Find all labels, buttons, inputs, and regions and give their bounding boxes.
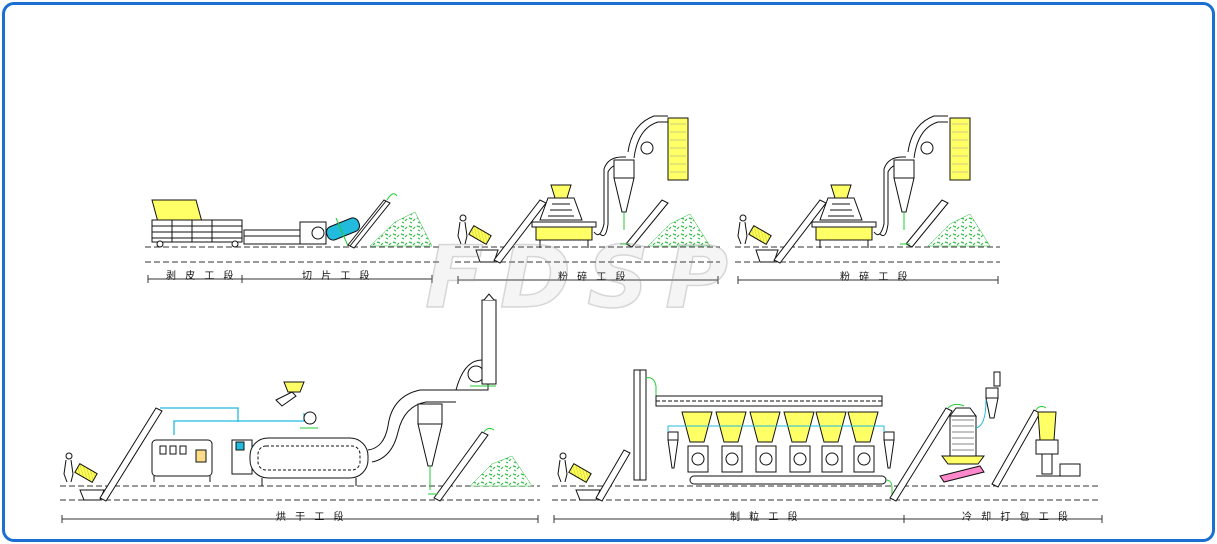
pulse-dust-collector-2	[907, 115, 971, 181]
feed-hopper-1	[475, 249, 499, 263]
rotary-drum-dryer	[231, 437, 369, 486]
hammer-mill-2	[811, 184, 877, 248]
sawdust-pile-2	[927, 213, 991, 247]
vibrating-screen	[939, 465, 985, 483]
stage-label-debarking: 剥 皮 工 段	[166, 271, 237, 282]
feed-bag-3	[74, 462, 98, 484]
sawdust-pile-1	[647, 213, 711, 247]
packing-machine	[1035, 411, 1081, 477]
worker-figure	[457, 214, 468, 245]
pellet-mill	[815, 411, 847, 473]
induced-draft-fan	[455, 293, 497, 391]
pellet-mill-bank	[667, 411, 895, 473]
screw-conveyor-2	[620, 199, 669, 248]
screw-conveyor-4	[900, 199, 949, 248]
distribution-screw-conveyor	[655, 395, 883, 407]
screw-conveyor-7	[595, 449, 631, 502]
screw-conveyor-5	[99, 407, 163, 502]
pellet-mill	[847, 411, 879, 473]
pellet-belt-conveyor	[689, 475, 893, 498]
screw-conveyor-8	[889, 403, 965, 502]
stage-label-pelletizing: 制 粒 工 段	[730, 512, 801, 523]
dried-sawdust-pile	[469, 455, 533, 487]
stage-label-cooling-packing: 冷 却 打 包 工 段	[962, 512, 1071, 523]
wood-chip-pile	[369, 211, 433, 247]
cyclone-separator-1	[613, 159, 635, 230]
stage-label-crushing-2: 粉 碎 工 段	[840, 272, 911, 283]
stage-label-drying: 烘 干 工 段	[276, 512, 347, 523]
cooler-cyclone	[975, 371, 1001, 429]
pellet-mill	[715, 411, 747, 473]
feed-bag-4	[568, 462, 592, 484]
stage-dimension-lines-top	[147, 275, 999, 284]
bucket-elevator-tall	[633, 369, 657, 481]
feed-hopper-3	[79, 489, 105, 501]
ground-line-bottom	[60, 485, 1100, 501]
feed-hopper-4	[575, 489, 601, 501]
small-cyclone	[667, 431, 895, 469]
debarker-machine	[151, 199, 243, 248]
pellet-mill	[681, 411, 713, 473]
dryer-air-duct	[367, 389, 456, 463]
feed-bag-2	[748, 224, 772, 246]
pulse-dust-collector-1	[627, 115, 689, 181]
stage-dimension-lines-bottom	[61, 515, 1103, 523]
bucket-elevator	[347, 193, 398, 249]
cyclone-separator-2	[893, 159, 915, 230]
pellet-mill	[749, 411, 781, 473]
fuel-hopper	[275, 381, 318, 429]
worker-figure	[557, 452, 568, 483]
worker-figure	[737, 214, 748, 245]
dryer-cyclone	[417, 403, 443, 490]
counterflow-cooler	[941, 407, 985, 465]
pellet-mill	[783, 411, 815, 473]
hot-air-furnace	[151, 439, 213, 482]
ground-line-top	[145, 246, 1000, 263]
feed-bag-1	[468, 224, 492, 246]
feed-hopper-2	[755, 249, 779, 263]
drying-feed-pipe	[160, 407, 305, 435]
chipper-machine	[243, 217, 361, 247]
hammer-mill-1	[531, 184, 597, 248]
screw-conveyor-6	[428, 427, 495, 502]
stage-label-crushing-1: 粉 碎 工 段	[558, 272, 629, 283]
worker-figure	[63, 452, 74, 483]
stage-label-chipping: 切 片 工 段	[302, 271, 373, 282]
